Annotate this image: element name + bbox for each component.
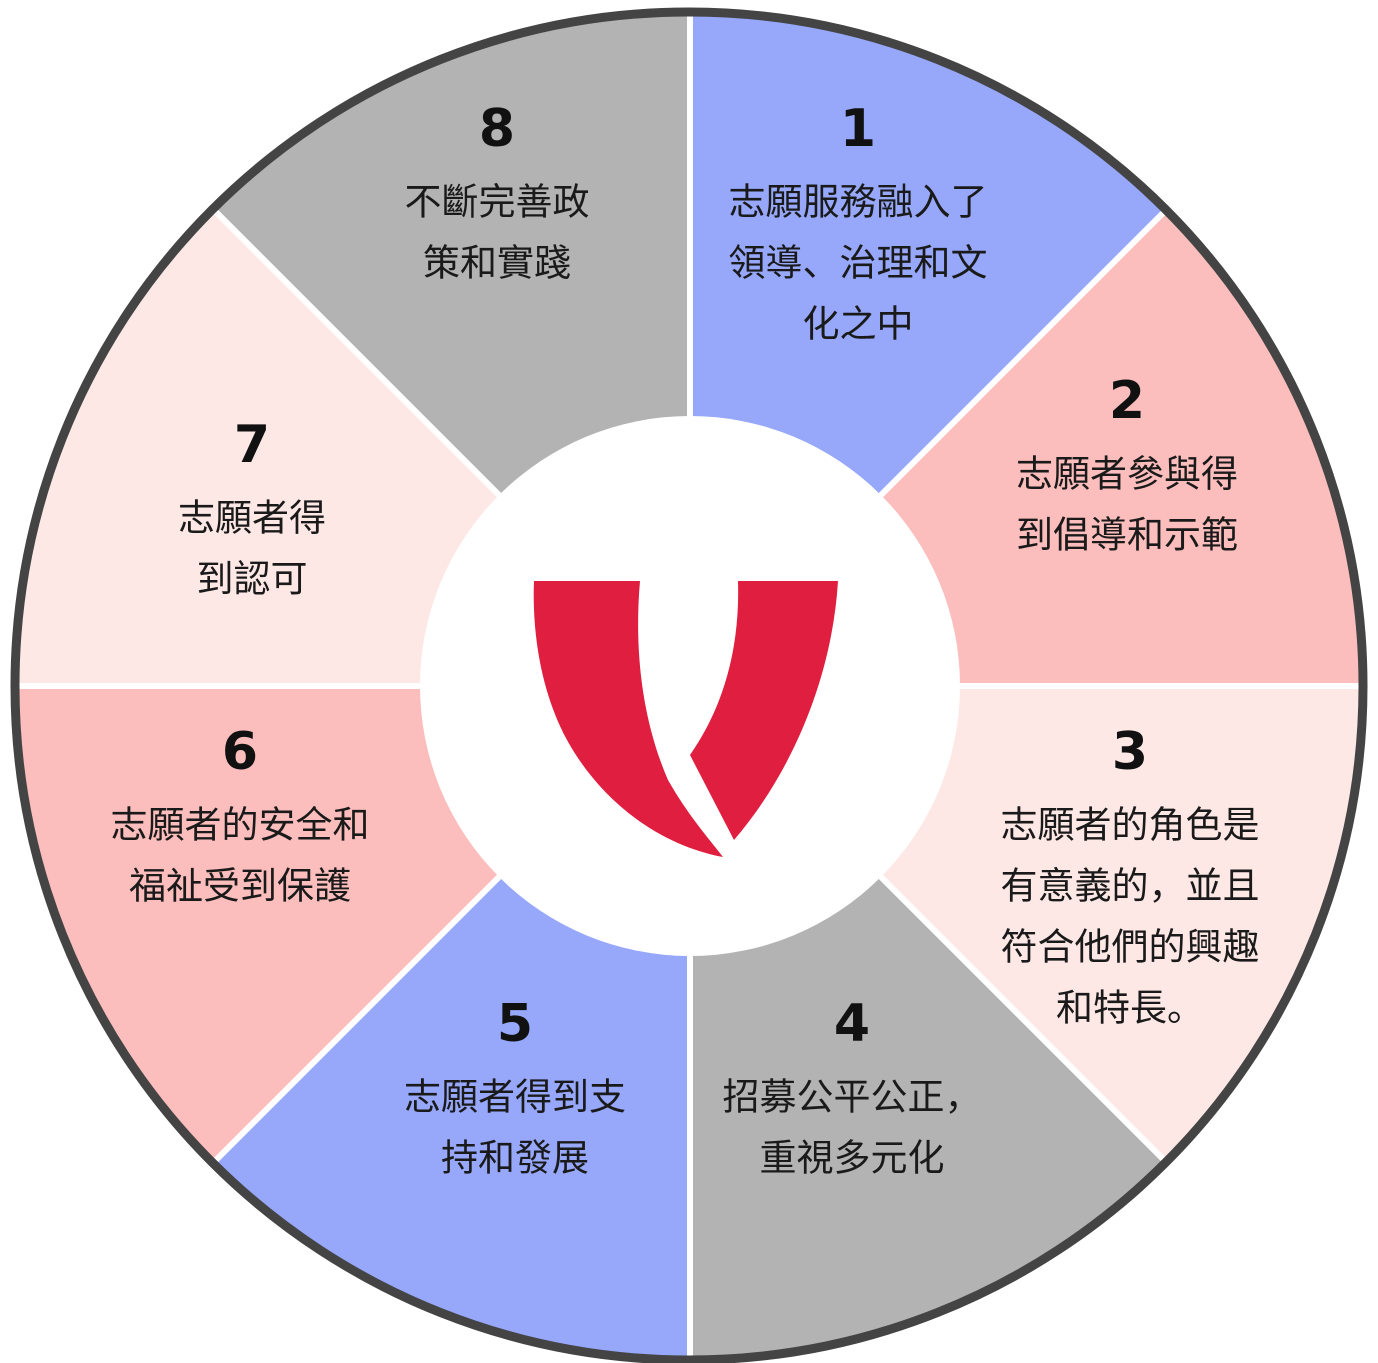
segment-2-text-line: 到倡導和示範 bbox=[1016, 514, 1238, 557]
segment-8-text-line: 不斷完善政 bbox=[405, 181, 590, 224]
segment-4-text-line: 重視多元化 bbox=[760, 1137, 945, 1180]
outer-ring bbox=[10, 7, 1368, 1363]
segment-1-text-line: 領導、治理和文 bbox=[729, 242, 988, 285]
segment-number-7: 7 bbox=[234, 415, 270, 475]
segment-number-4: 4 bbox=[834, 994, 870, 1054]
segment-4-text-line: 招募公平公正， bbox=[723, 1076, 982, 1119]
center-disc bbox=[420, 416, 960, 956]
segment-5-text-line: 志願者得到支 bbox=[404, 1076, 626, 1119]
segment-6-text-line: 福祉受到保護 bbox=[129, 865, 351, 908]
segment-5-text-line: 持和發展 bbox=[441, 1137, 589, 1180]
segment-3-text-line: 志願者的角色是 bbox=[1001, 804, 1260, 847]
segment-number-3: 3 bbox=[1112, 722, 1148, 782]
segment-number-1: 1 bbox=[840, 99, 876, 159]
segment-6-text-line: 志願者的安全和 bbox=[111, 804, 370, 847]
logo-left-stroke bbox=[533, 581, 723, 857]
logo-right-stroke bbox=[690, 581, 838, 840]
segment-7-text-line: 到認可 bbox=[197, 558, 308, 601]
segment-1-text-line: 志願服務融入了 bbox=[729, 181, 988, 224]
segment-3-text-line: 符合他們的興趣 bbox=[1001, 926, 1260, 969]
segment-8-text-line: 策和實踐 bbox=[423, 242, 571, 285]
segment-number-8: 8 bbox=[479, 99, 515, 159]
segment-1-text-line: 化之中 bbox=[803, 303, 914, 346]
segment-number-6: 6 bbox=[222, 722, 258, 782]
segment-3-text-line: 和特長。 bbox=[1056, 987, 1204, 1030]
volunteer-v-logo-icon bbox=[533, 581, 838, 857]
segment-2-text-line: 志願者參與得 bbox=[1016, 453, 1238, 496]
segment-number-5: 5 bbox=[497, 994, 533, 1054]
segment-7-text-line: 志願者得 bbox=[178, 497, 326, 540]
segment-3-text-line: 有意義的，並且 bbox=[1001, 865, 1260, 908]
segment-number-2: 2 bbox=[1109, 371, 1145, 431]
